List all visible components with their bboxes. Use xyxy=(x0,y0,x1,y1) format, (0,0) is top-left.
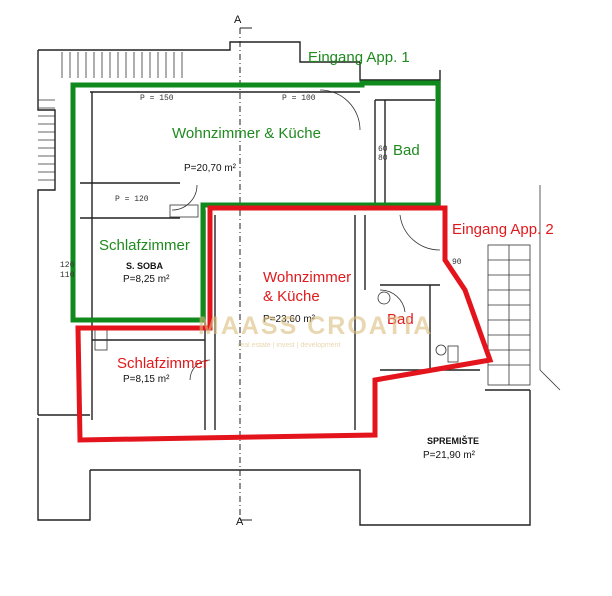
app1-living-label: Wohnzimmer & Küche xyxy=(172,125,321,142)
entrance-app1-label: Eingang App. 1 xyxy=(308,49,410,66)
stair-left xyxy=(38,99,55,181)
watermark-tagline: real estate | invest | development xyxy=(238,342,341,349)
apartment1-outline xyxy=(70,80,441,323)
dim-label-p100: P = 100 xyxy=(282,94,316,103)
lower-left-area-label: P=8,15 m² xyxy=(123,374,170,385)
stair-right xyxy=(487,185,561,391)
entrance-app2-label: Eingang App. 2 xyxy=(452,221,554,238)
app1-bedroom-label: Schlafzimmer xyxy=(99,237,190,254)
dim-label-6080: 60 80 xyxy=(378,145,388,163)
soba-name-label: S. SOBA xyxy=(126,261,164,271)
soba-area-label: P=8,25 m² xyxy=(123,274,170,285)
section-marker-label-bottom: A xyxy=(236,516,244,528)
dim-label-p120: P = 120 xyxy=(115,195,149,204)
apartment2-outline xyxy=(75,205,494,443)
watermark-brand: MAASS CROATIA xyxy=(198,312,434,340)
storage-area-label: P=21,90 m² xyxy=(423,450,475,461)
dim-label-p150: P = 150 xyxy=(140,94,174,103)
dim-label-90: 90 xyxy=(452,258,462,267)
app2-bath-label: Bad xyxy=(387,311,414,328)
door-swings xyxy=(171,89,441,381)
app1-bath-label: Bad xyxy=(393,142,420,159)
center-area-label: P=23,60 m² xyxy=(263,314,315,325)
dim-label-120: 120 xyxy=(60,261,75,270)
app2-living-label-line2: & Küche xyxy=(263,288,320,305)
dim-label-110: 110 xyxy=(60,271,75,280)
section-marker-label-top: A xyxy=(234,14,242,26)
storage-name-label: SPREMIŠTE xyxy=(427,436,480,446)
app2-bedroom-label: Schlafzimmer xyxy=(117,355,208,372)
app2-living-label-line1: Wohnzimmer xyxy=(263,269,352,286)
area-top-label: P=20,70 m² xyxy=(184,163,236,174)
stair-top xyxy=(61,52,183,78)
